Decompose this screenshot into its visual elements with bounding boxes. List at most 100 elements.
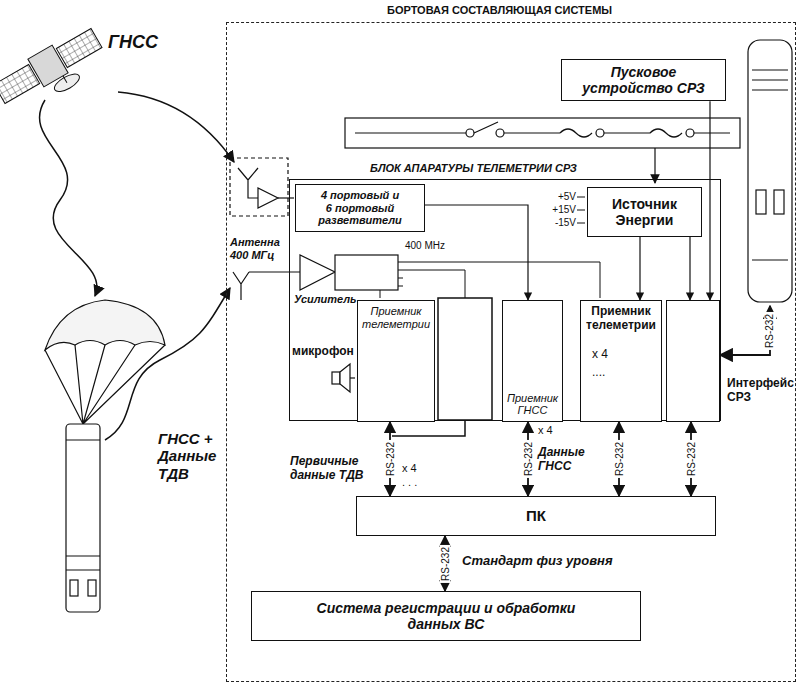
signal-wave <box>105 288 230 440</box>
switch-fuse-line <box>694 132 730 133</box>
switch-fuse-line <box>355 122 560 133</box>
node-label: Приемник телеметрии <box>361 305 431 330</box>
node-label: Система регистрации и обработки данных В… <box>296 600 596 632</box>
switch-fuse-line <box>345 118 740 148</box>
satellite <box>56 28 102 67</box>
sonde-probe <box>752 70 788 260</box>
antenna-400 <box>398 262 403 286</box>
switch-fuse-line <box>604 129 682 137</box>
sonde-capsule <box>88 580 96 596</box>
annotation: ГНСС <box>108 32 178 53</box>
speaker-symbol <box>350 377 355 378</box>
bus-merge <box>392 420 465 436</box>
speaker-symbol <box>340 364 350 392</box>
edge-label: RS-232 <box>686 440 697 478</box>
sonde-probe <box>756 190 766 214</box>
edge-label: RS-232 <box>440 545 451 583</box>
heading: БЛОК АПАРАТУРЫ ТЕЛЕМЕТРИИ СРЗ <box>370 162 630 175</box>
connector <box>527 422 529 496</box>
parachute <box>45 300 165 424</box>
speaker-symbol <box>332 372 340 384</box>
gnss-antenna <box>278 197 294 198</box>
power-leads <box>577 197 585 223</box>
pc-box: ПК <box>356 496 716 536</box>
annotation: 400 MHz <box>405 240 455 252</box>
annotation: . . . <box>402 476 432 489</box>
annotation: Первичные данные ТДВ <box>290 455 378 483</box>
interface-box: Интерфейс СРЗ <box>666 300 720 422</box>
sonde-capsule <box>70 580 78 596</box>
connector <box>389 422 391 496</box>
sonde-capsule <box>66 424 100 612</box>
switch-fuse-line <box>466 129 474 137</box>
annotation: +5V <box>548 191 576 203</box>
annotation: Стандарт физ уровня <box>462 554 662 569</box>
node-label: ПК <box>360 507 712 524</box>
satellite <box>63 76 67 83</box>
connector <box>689 237 690 300</box>
edge-label: RS-232 <box>523 440 534 478</box>
sonde-capsule <box>66 424 100 612</box>
sonde-probe <box>774 190 784 214</box>
antenna-400 <box>233 255 403 300</box>
gnss-antenna <box>258 188 278 208</box>
switch-fuse-line <box>596 129 604 137</box>
node-label: Источник Энергии <box>591 196 698 228</box>
node-label: 4 портовый и 6 портовый разветвители <box>318 189 402 227</box>
recorder-box: Система регистрации и обработки данных В… <box>251 591 641 641</box>
satellite <box>0 64 40 103</box>
speaker-symbol <box>332 364 355 392</box>
receiver-box: Приемник ГНСС <box>502 300 563 422</box>
edge-label: RS-232 <box>614 440 625 478</box>
heading: БОРТОВАЯ СОСТАВЛЯЮЩАЯ СИСТЕМЫ <box>387 4 647 17</box>
node-label: Пусковое устройство СРЗ <box>565 64 722 96</box>
launcher-box: Пусковое устройство СРЗ <box>561 59 726 101</box>
satellite <box>52 71 82 95</box>
sonde-probe <box>748 40 792 302</box>
sonde-probe <box>748 40 792 302</box>
signal-name: RS-232 <box>764 312 776 350</box>
annotation: Данные ГНСС <box>538 446 608 474</box>
switch-fuse-line <box>345 118 740 183</box>
annotation: +15V <box>548 204 576 216</box>
telemetry-unit: 4 портовый и 6 портовый разветвители Исто… <box>289 179 721 421</box>
annotation: x 4 <box>538 424 568 437</box>
sonde-capsule <box>66 440 100 570</box>
rf-wire <box>403 262 600 298</box>
receiver-box: Приемник телеметрии <box>580 300 662 422</box>
connector <box>618 422 620 496</box>
receiver-box: Приемник телеметрии <box>357 300 435 422</box>
gnss-antenna <box>230 158 288 216</box>
receiver-box <box>438 298 492 420</box>
connector <box>444 536 446 591</box>
signal-wave <box>39 100 96 296</box>
annotation: -15V <box>548 217 576 229</box>
satellite <box>0 24 111 120</box>
annotation: Усилитель <box>294 293 354 306</box>
annotation: ГНСС + Данные ТДВ <box>158 430 224 482</box>
switch-fuse-line <box>654 148 655 183</box>
connector <box>425 205 528 300</box>
connector <box>690 422 692 496</box>
power-leads <box>577 197 585 223</box>
system-region: Пусковое устройство СРЗ 4 портовый и 6 по… <box>226 22 796 682</box>
switch-fuse-line <box>560 129 592 137</box>
edge-label: RS-232 <box>385 440 396 478</box>
annotation: Антенна 400 МГц <box>230 236 292 261</box>
annotation: микрофон <box>292 345 354 359</box>
antenna-400 <box>300 255 335 290</box>
heading: Интерфейс СРЗ <box>727 377 799 405</box>
rf-wire <box>380 290 381 298</box>
rf-wire <box>403 270 465 298</box>
annotation: x 4 <box>402 462 432 475</box>
gnss-antenna <box>230 158 294 216</box>
rf-wire <box>380 262 600 298</box>
splitter-box: 4 портовый и 6 портовый разветвители <box>295 184 425 232</box>
connector <box>639 237 640 300</box>
gnss-antenna <box>238 168 258 198</box>
node-label: Приемник ГНСС <box>506 392 559 417</box>
switch-fuse-line <box>496 129 504 137</box>
parachute <box>45 300 165 350</box>
antenna-400 <box>335 255 398 290</box>
signal-arc <box>118 92 234 162</box>
